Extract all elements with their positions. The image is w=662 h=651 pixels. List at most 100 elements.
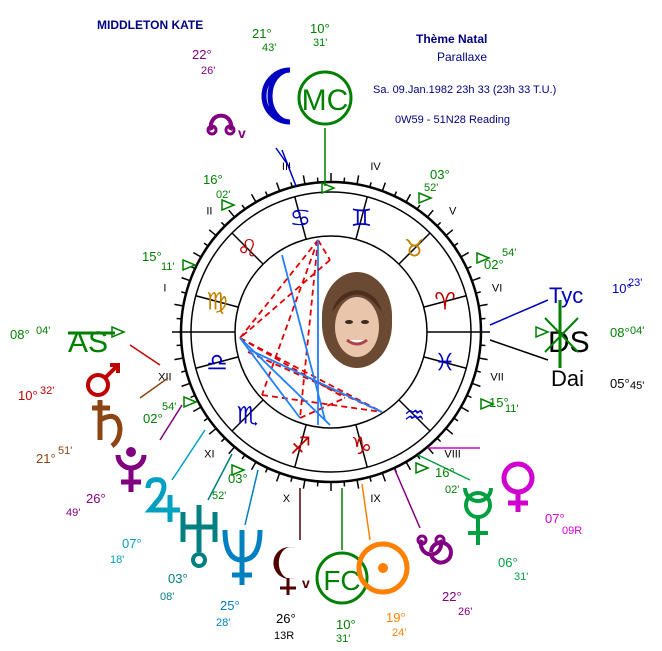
h3-min: 52' <box>212 490 227 502</box>
moon-icon <box>261 67 291 125</box>
venus-icon <box>501 461 535 512</box>
degree-tick <box>181 382 191 388</box>
degree-tick <box>228 209 236 218</box>
sign-divider <box>231 399 264 432</box>
h11-min: 02' <box>216 189 231 201</box>
mars-icon <box>86 363 120 397</box>
degree-tick <box>426 209 434 218</box>
neptune-icon <box>222 529 263 585</box>
aspect-line <box>239 337 383 413</box>
fc-deg: 10° <box>336 617 356 632</box>
tyc-deg: 10° <box>612 281 632 296</box>
sagittarius-icon: ♐ <box>290 432 312 460</box>
degree-tick <box>228 446 236 455</box>
degree-tick <box>250 193 257 203</box>
pointer-line <box>171 429 206 481</box>
sun-deg: 19° <box>386 610 406 625</box>
cusp-marker <box>182 258 197 272</box>
asc-deg: 08° <box>10 327 30 342</box>
svg-text:v: v <box>302 575 310 591</box>
south-node-icon <box>416 534 453 565</box>
mars-deg: 10° <box>18 388 38 403</box>
mc-label: MC <box>302 84 349 117</box>
lilith-min: 13R <box>274 630 295 642</box>
h3-deg: 03° <box>228 471 248 486</box>
pointer-line <box>159 404 183 441</box>
uranus-icon <box>180 505 218 568</box>
degree-tick <box>405 461 412 471</box>
pointer-line <box>394 469 421 529</box>
mercury-icon <box>463 487 493 545</box>
pointer-line <box>139 377 169 399</box>
lilith-deg: 26° <box>276 611 296 626</box>
cusp-marker <box>183 395 198 409</box>
dsc-deg: 08° <box>610 325 630 340</box>
pisces-icon: ♓ <box>434 349 456 377</box>
house-numeral: VII <box>490 372 503 384</box>
south-node-deg: 22° <box>442 589 462 604</box>
saturn-min: 51' <box>58 445 73 457</box>
house-numeral: III <box>282 161 291 173</box>
degree-tick <box>478 303 488 307</box>
cusp-marker <box>321 181 336 195</box>
house-numeral: V <box>449 205 457 217</box>
libra-icon: ♎ <box>206 349 228 377</box>
jupiter-deg: 07° <box>122 536 142 551</box>
aspect-line <box>281 254 326 421</box>
house-numeral: X <box>283 493 291 505</box>
dai-min: 45' <box>630 380 645 392</box>
pointer-line <box>129 344 161 366</box>
mc-min: 31' <box>313 37 328 49</box>
sign-divider <box>231 232 264 265</box>
cusp-marker <box>535 325 550 339</box>
pointer-line <box>207 453 233 501</box>
cancer-icon: ♋ <box>290 204 312 232</box>
h8-min: 54' <box>502 247 517 259</box>
dai-label: Dai <box>551 366 585 391</box>
degree-tick <box>302 479 306 489</box>
pluto-deg: 26° <box>86 491 106 506</box>
house-numeral: II <box>206 205 212 217</box>
pointer-line <box>244 469 259 526</box>
gemini-icon: ♊ <box>351 204 373 232</box>
degree-tick <box>208 229 217 237</box>
cusp-marker <box>418 191 433 205</box>
aspect-line <box>239 239 319 339</box>
venus-min: 09R <box>562 525 583 537</box>
location-line: 0W59 - 51N28 Reading <box>395 114 510 126</box>
pointer-line <box>417 454 471 481</box>
house-cusp-lines <box>181 196 481 468</box>
h6-min: 11' <box>505 403 519 415</box>
pointer-line <box>281 149 297 187</box>
neptune-min: 28' <box>216 617 231 629</box>
aspect-line <box>261 394 383 413</box>
chart-subtitle: Parallaxe <box>437 50 488 64</box>
degree-tick <box>302 175 306 185</box>
saturn-deg: 21° <box>36 451 56 466</box>
mc-icon: MC <box>297 70 353 126</box>
house-numeral: XI <box>204 449 214 461</box>
h5-min: 02' <box>445 484 460 496</box>
node-deg: 22° <box>192 47 212 62</box>
date-line: Sa. 09.Jan.1982 23h 33 (23h 33 T.U.) <box>373 84 557 96</box>
degree-tick <box>192 251 202 258</box>
degree-tick <box>471 276 481 282</box>
degree-tick <box>478 357 488 361</box>
aspect-lines <box>239 239 383 426</box>
sign-divider <box>355 196 368 240</box>
saturn-icon <box>92 400 123 448</box>
node-min: 26' <box>201 65 216 77</box>
degree-tick <box>275 182 281 192</box>
asc-min: 04' <box>36 325 51 337</box>
dsc-min: 04' <box>630 325 645 337</box>
south-node-min: 26' <box>458 606 473 618</box>
taurus-icon: ♉ <box>404 235 426 263</box>
as-label: AS <box>68 326 108 359</box>
uranus-deg: 03° <box>168 571 188 586</box>
house-numeral: I <box>163 282 166 294</box>
uranus-min: 08' <box>160 591 175 603</box>
house-numeral: VI <box>492 282 502 294</box>
sign-divider <box>398 232 431 265</box>
sign-divider <box>423 295 467 308</box>
